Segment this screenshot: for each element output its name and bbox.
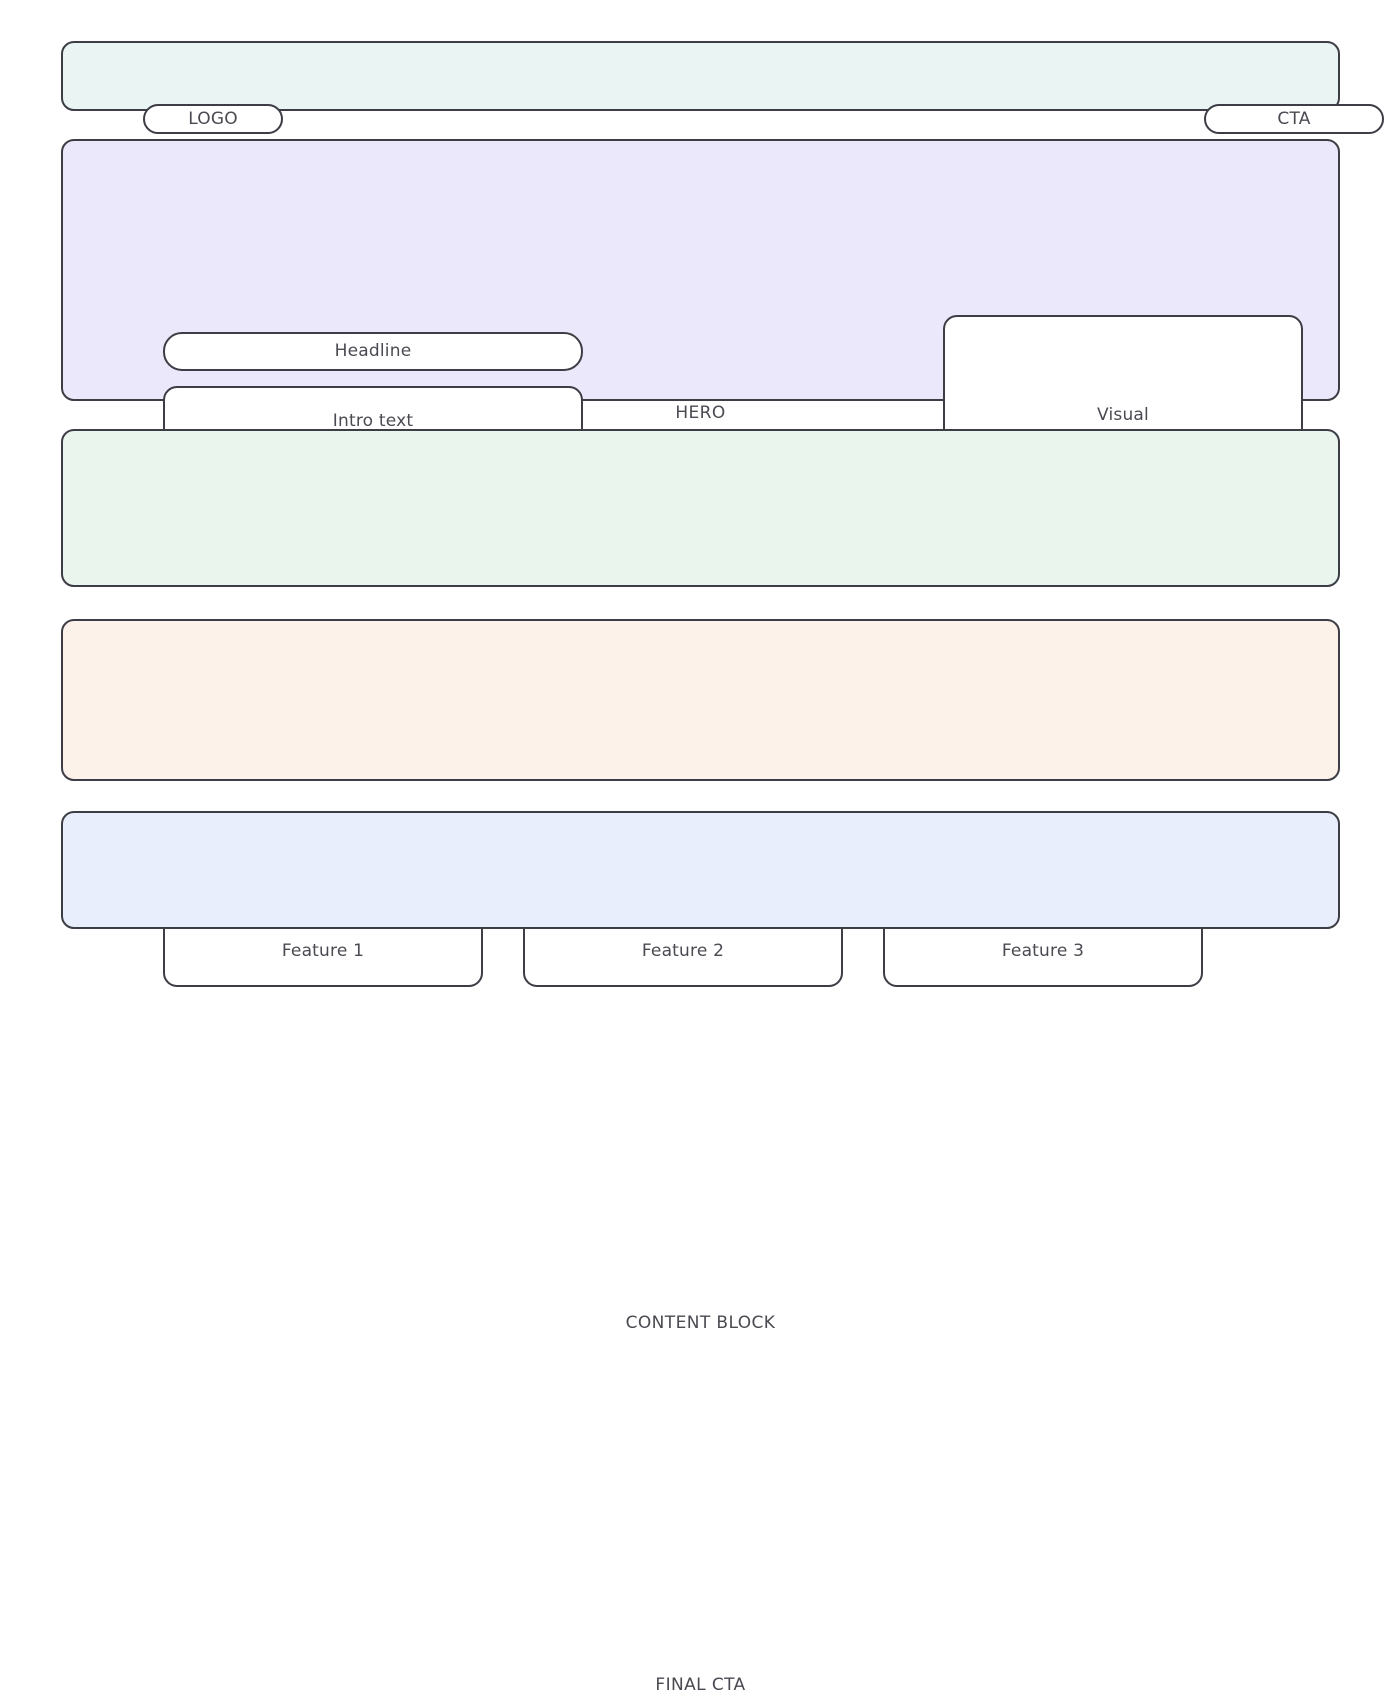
content-block-label: CONTENT BLOCK <box>625 1313 776 1333</box>
hero-visual-label: Visual <box>1097 404 1149 425</box>
hero-intro-label: Intro text <box>332 410 414 431</box>
header-cta-label: CTA <box>1277 108 1311 129</box>
features-section: Feature 1 Feature 2 Feature 3 <box>61 429 1340 987</box>
feature-card-label: Feature 3 <box>1001 940 1085 961</box>
feature-card-label: Feature 1 <box>281 940 365 961</box>
content-block-section: CONTENT BLOCK <box>61 619 1340 1333</box>
hero-headline-label: Headline <box>334 341 412 361</box>
header-section: LOGO CTA <box>61 41 1384 134</box>
hero-headline-placeholder: Headline <box>163 332 583 371</box>
logo-placeholder[interactable]: LOGO <box>143 104 283 134</box>
hero-section: HERO Headline Intro text Primary CTA Vis… <box>61 139 1340 515</box>
wireframe-page: LOGO CTA HERO Headline Intro text Primar… <box>61 41 1384 1695</box>
header-cta-button[interactable]: CTA <box>1204 104 1384 134</box>
logo-label: LOGO <box>188 108 238 129</box>
final-cta-label: FINAL CTA <box>655 1675 746 1695</box>
final-cta-section[interactable]: FINAL CTA <box>61 811 1340 1695</box>
feature-card-label: Feature 2 <box>641 940 725 961</box>
